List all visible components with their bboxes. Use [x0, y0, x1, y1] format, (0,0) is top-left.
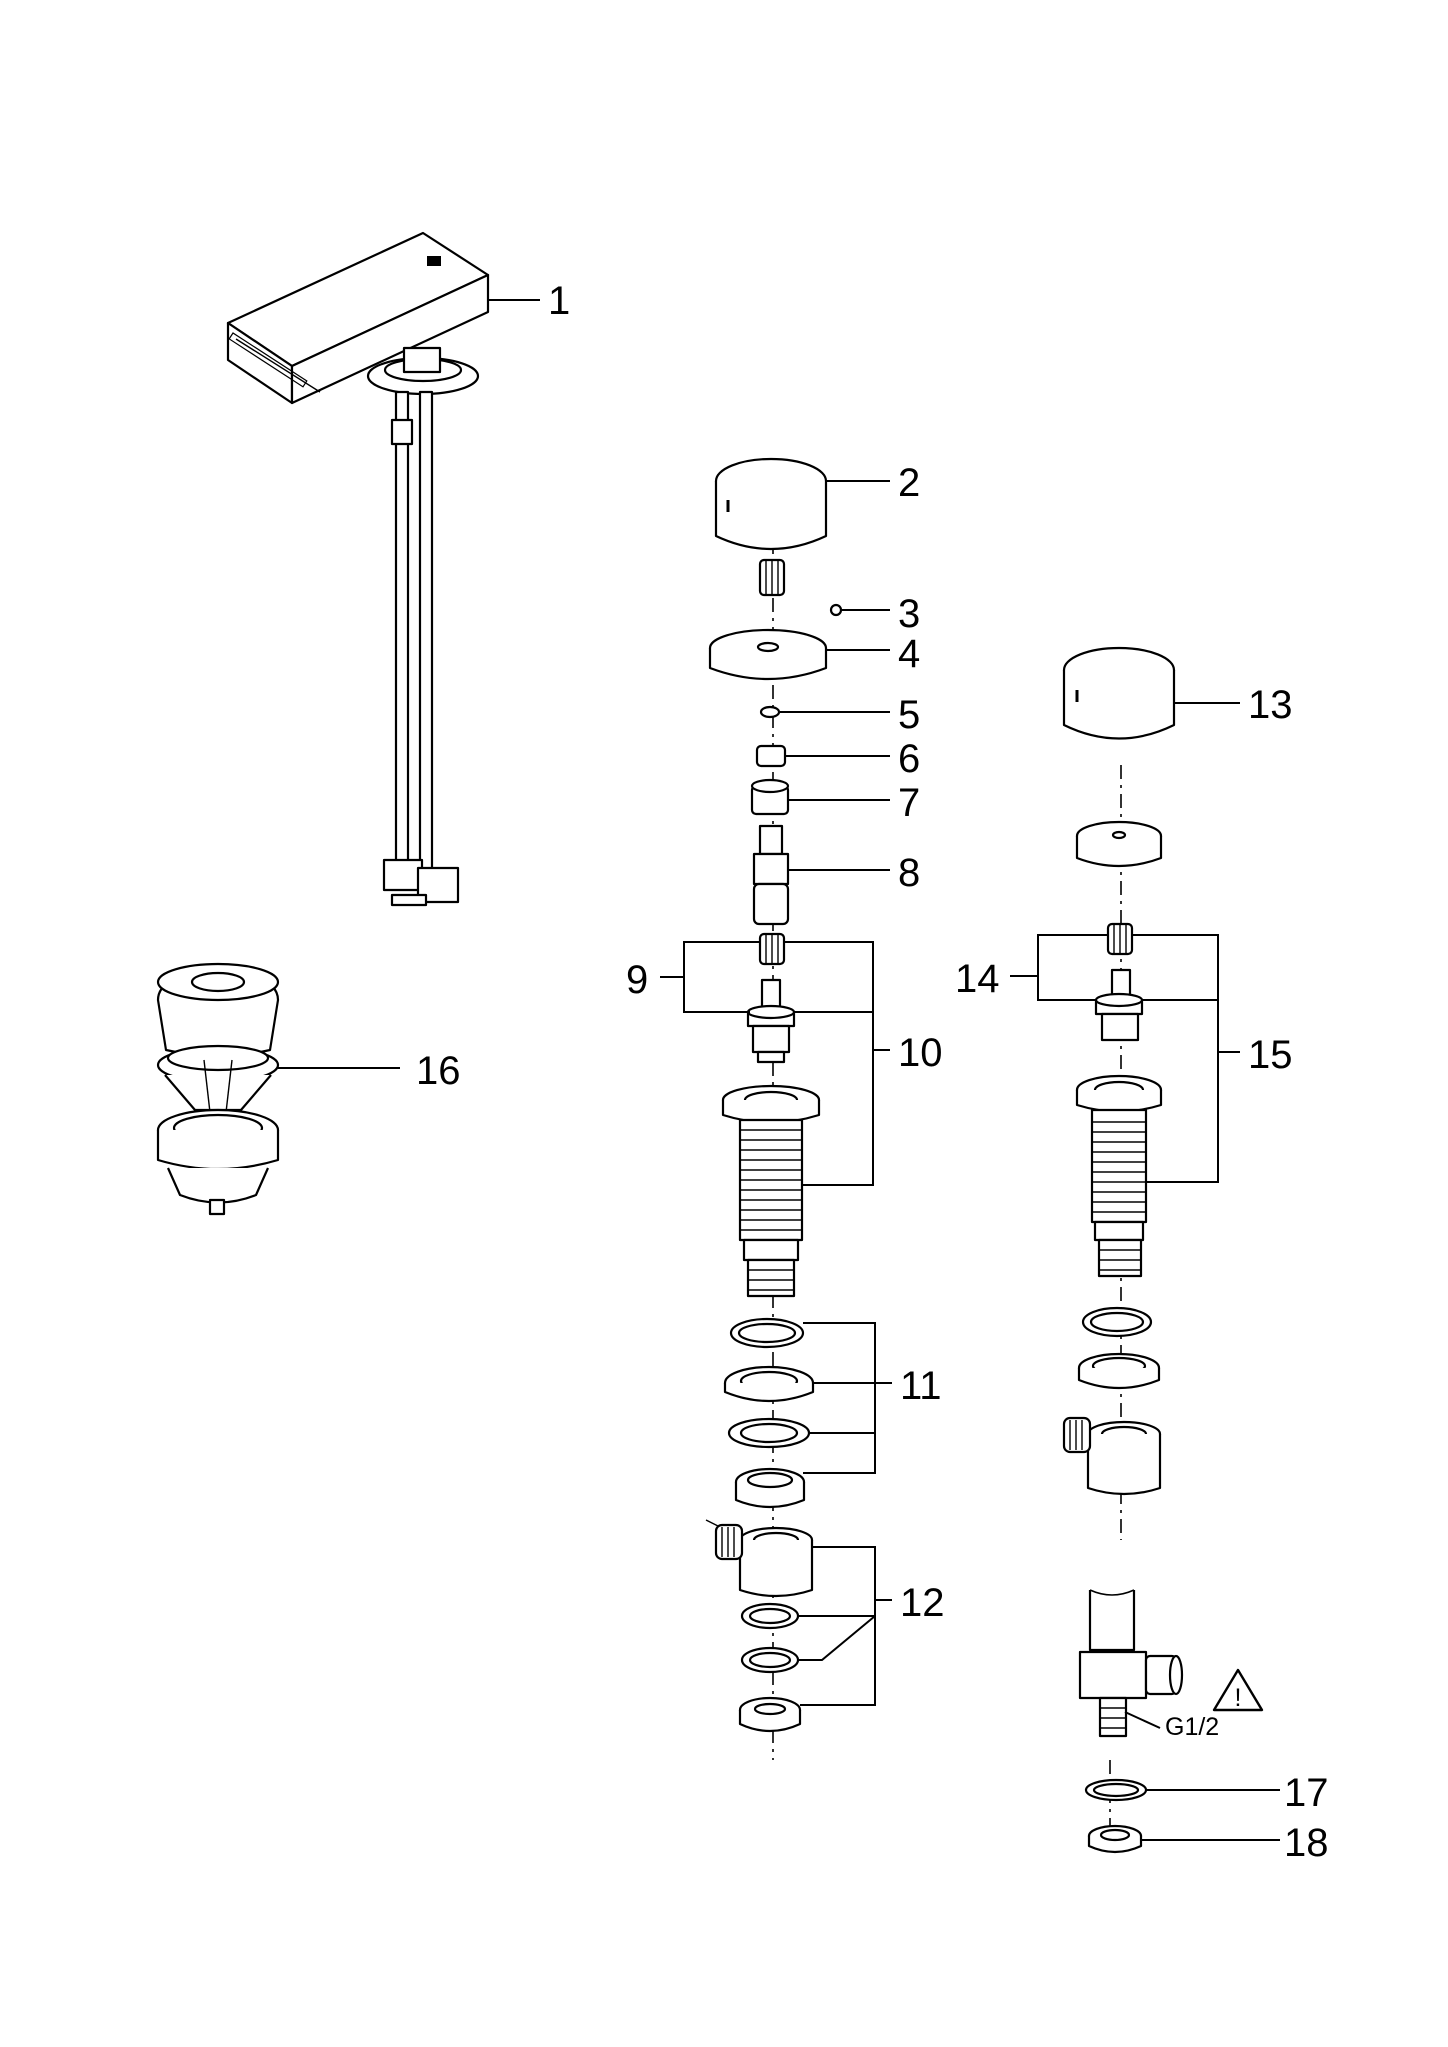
brand-mark-icon — [427, 256, 441, 266]
spout-assembly — [226, 231, 490, 907]
callout-11: 11 — [900, 1364, 942, 1408]
callout-18: 18 — [1284, 1821, 1329, 1865]
angle-stop-valve — [1078, 1589, 1184, 1854]
callout-12: 12 — [900, 1581, 945, 1625]
callout-5: 5 — [898, 693, 920, 737]
callout-2: 2 — [898, 461, 920, 505]
callout-13: 13 — [1248, 683, 1293, 727]
warning-triangle-icon: ! — [1212, 1668, 1264, 1712]
callout-7: 7 — [898, 781, 920, 825]
callout-3: 3 — [898, 592, 920, 636]
callout-6: 6 — [898, 737, 920, 781]
leader-lines — [278, 299, 1280, 1841]
callout-9: 9 — [626, 958, 648, 1002]
valve-body — [721, 1084, 821, 1298]
callout-labels: 1 2 3 4 5 6 7 8 9 10 11 12 13 14 15 16 1… — [416, 279, 1329, 1865]
callout-1: 1 — [548, 279, 570, 323]
handle-knob-right — [1062, 646, 1176, 740]
connection-elbow — [705, 1519, 814, 1733]
callout-16: 16 — [416, 1049, 461, 1093]
warning-symbol: ! — [1235, 1684, 1242, 1712]
valve-assembly-right — [1062, 646, 1176, 1540]
callout-10: 10 — [898, 1031, 943, 1075]
callout-8: 8 — [898, 851, 920, 895]
callout-4: 4 — [898, 632, 920, 676]
valve-assembly-left — [705, 457, 843, 1760]
thread-size-label: G1/2 — [1165, 1713, 1219, 1741]
rosette — [708, 628, 828, 681]
valve-body-right — [1075, 1074, 1163, 1278]
callout-17: 17 — [1284, 1771, 1329, 1815]
callout-15: 15 — [1248, 1033, 1293, 1077]
handle-knob — [714, 457, 828, 550]
callout-14: 14 — [955, 957, 1000, 1001]
connection-elbow-right — [1062, 1416, 1162, 1496]
washer-set — [723, 1317, 815, 1509]
drain-valve — [156, 962, 280, 1216]
